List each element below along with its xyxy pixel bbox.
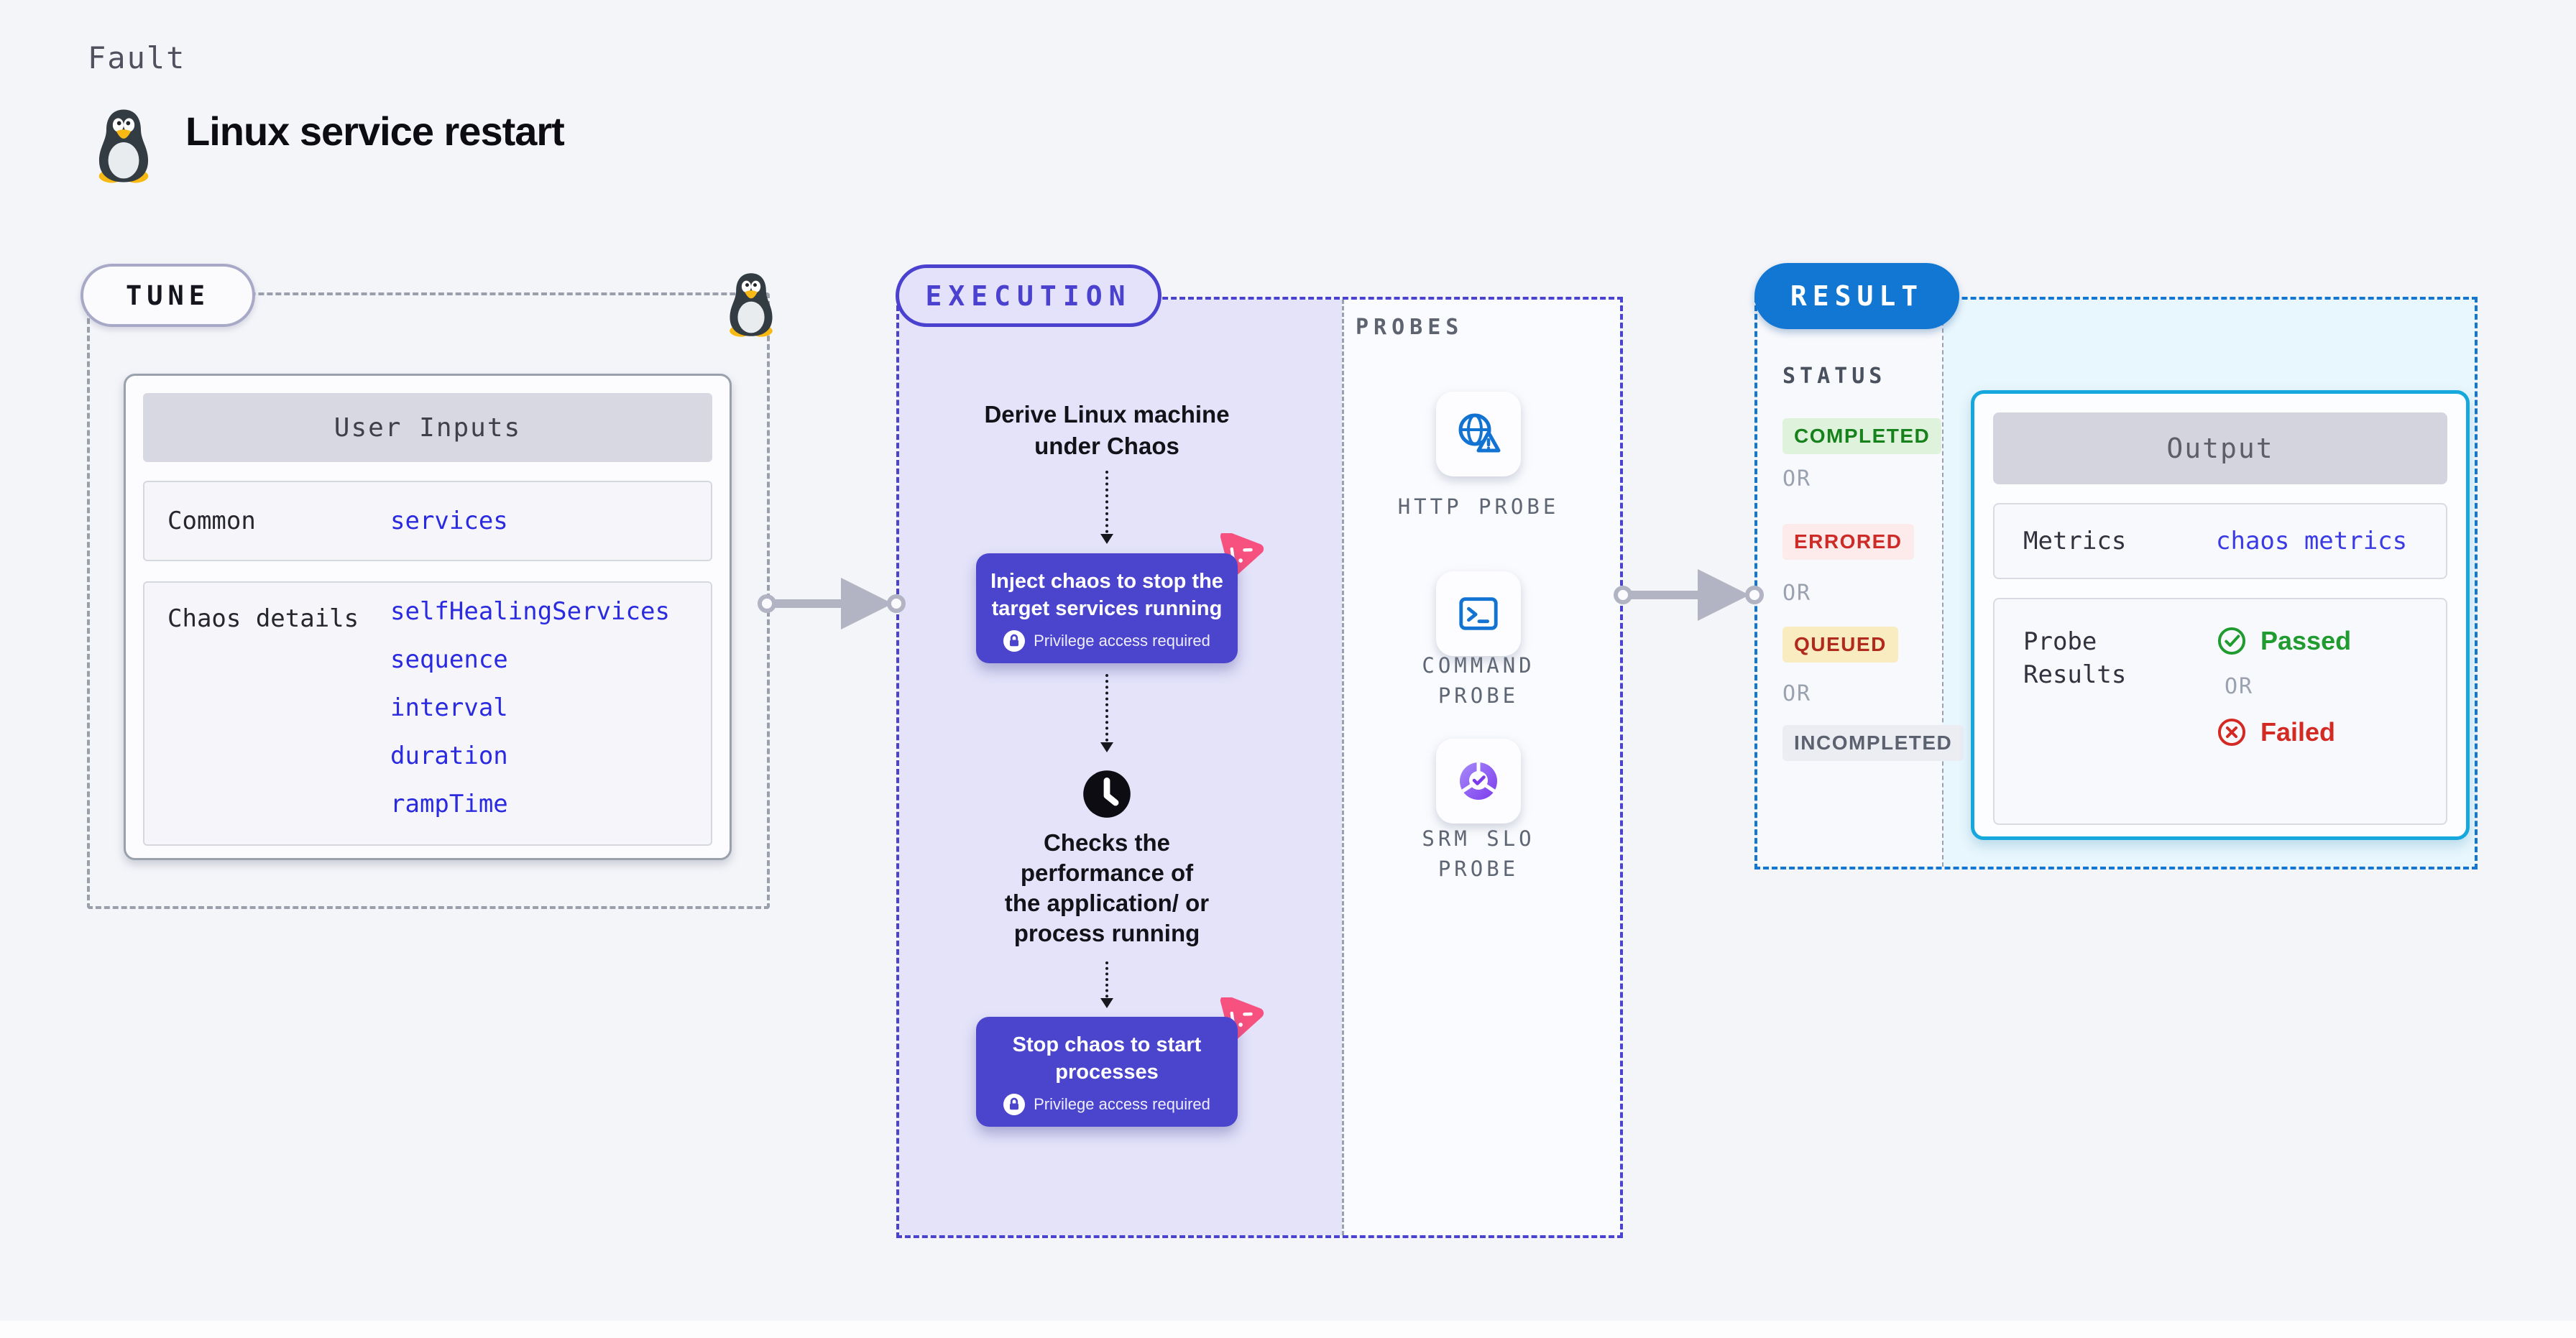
status-badge-queued: QUEUED [1782, 627, 1898, 663]
duration-link[interactable]: duration [390, 742, 508, 770]
lock-icon [1003, 1094, 1026, 1115]
probes-heading: PROBES [1356, 315, 1464, 340]
flow-arrow-down-icon [1100, 961, 1113, 1008]
inject-chaos-step: Inject chaos to stop the target services… [976, 553, 1238, 663]
status-heading: STATUS [1782, 364, 1887, 389]
arrow-end-node [887, 594, 906, 613]
stop-chaos-step: Stop chaos to start processes Privilege … [976, 1017, 1238, 1127]
http-probe-label: HTTP PROBE [1397, 494, 1560, 519]
srm-slo-probe-card [1436, 739, 1521, 823]
probes-to-result-arrowhead-icon [1698, 569, 1749, 621]
checks-step-text: Checks the performance of the applicatio… [1004, 829, 1210, 946]
user-inputs-row-chaos-details: Chaos details selfHealingServices sequen… [143, 581, 712, 846]
tux-linux-icon [98, 109, 149, 183]
probe-result-failed: Failed [2216, 716, 2351, 748]
output-title: Output [1993, 412, 2447, 484]
row-label: Chaos details [167, 604, 359, 633]
circle-check-icon [2217, 627, 2246, 655]
output-card: Output Metrics chaos metrics Probe Resul… [1971, 390, 2470, 840]
terminal-icon [1459, 597, 1498, 630]
command-probe-label: COMMAND PROBE [1422, 653, 1535, 708]
tune-to-execution-arrow [767, 599, 847, 608]
user-inputs-row-common: Common services [143, 481, 712, 561]
status-or: OR [1782, 681, 1812, 706]
arrow-end-node [1745, 586, 1764, 604]
status-badge-completed: COMPLETED [1782, 418, 1942, 454]
srm-pie-check-icon [1460, 762, 1497, 800]
self-healing-services-link[interactable]: selfHealingServices [390, 597, 670, 626]
probe-result-or: OR [2225, 674, 2254, 699]
privilege-badge: Privilege access required [1003, 1094, 1210, 1115]
row-label: Common [167, 507, 256, 535]
arrow-start-node [758, 594, 776, 613]
services-link[interactable]: services [390, 507, 508, 535]
circle-x-icon [2217, 718, 2246, 747]
user-inputs-card: User Inputs Common services Chaos detail… [124, 374, 732, 860]
status-or: OR [1782, 466, 1812, 492]
http-probe-card [1436, 392, 1521, 476]
sequence-link[interactable]: sequence [390, 645, 508, 674]
derive-step-text: Derive Linux machine under Chaos [984, 401, 1230, 459]
chaos-metrics-link[interactable]: chaos metrics [2216, 527, 2408, 555]
status-badge-incompleted: INCOMPLETED [1782, 725, 1964, 761]
probe-result-passed: Passed [2216, 625, 2351, 657]
user-inputs-title: User Inputs [143, 393, 712, 462]
tune-to-execution-arrowhead-icon [841, 578, 893, 629]
probes-divider [1342, 300, 1344, 1235]
interval-link[interactable]: interval [390, 693, 508, 722]
metrics-label: Metrics [2023, 527, 2127, 555]
srm-slo-probe-label: SRM SLO PROBE [1422, 826, 1535, 881]
result-divider [1942, 300, 1944, 867]
tux-linux-small-icon [730, 273, 773, 337]
execution-section-pill: EXECUTION [896, 264, 1162, 327]
probe-results-label: Probe Results [2023, 627, 2127, 689]
privilege-badge: Privilege access required [1003, 630, 1210, 652]
probe-results-row: Probe Results Passed OR Fai [1993, 598, 2447, 825]
clock-icon [1083, 770, 1131, 818]
tune-section-pill: TUNE [80, 264, 255, 327]
flow-arrow-down-icon [1100, 674, 1113, 752]
bottom-strip [0, 1321, 2576, 1338]
page-title: Linux service restart [185, 109, 565, 154]
ramp-time-link[interactable]: rampTime [390, 790, 508, 818]
probes-to-result-arrow [1623, 591, 1703, 599]
status-badge-errored: ERRORED [1782, 524, 1914, 560]
lock-icon [1003, 630, 1026, 652]
metrics-row: Metrics chaos metrics [1993, 503, 2447, 579]
command-probe-card [1436, 571, 1521, 656]
arrow-start-node [1614, 586, 1632, 604]
fault-kicker: Fault [88, 40, 186, 75]
status-or: OR [1782, 581, 1812, 606]
globe-warning-icon [1458, 413, 1501, 453]
flow-arrow-down-icon [1100, 471, 1113, 544]
status-column-background [1757, 300, 1942, 867]
result-section-pill: RESULT [1754, 263, 1959, 329]
